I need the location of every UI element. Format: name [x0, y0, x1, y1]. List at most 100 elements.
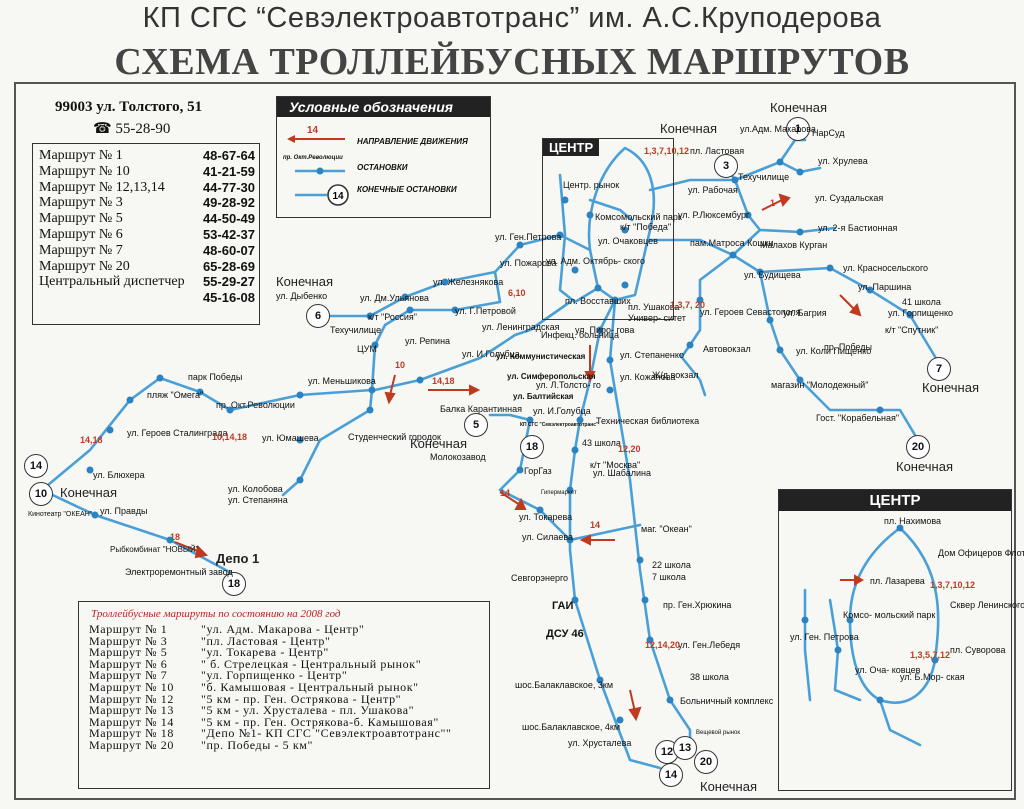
- route-list: Троллейбусные маршруты по состоянию на 2…: [78, 601, 490, 789]
- terminal-label: Конечная: [770, 100, 828, 115]
- route-tag: 14: [500, 488, 511, 498]
- route-line-s-5: [488, 413, 532, 422]
- stop-label: ул. Юмашева: [262, 433, 319, 443]
- phone-row: 45-16-08: [202, 290, 255, 306]
- stop-label: маг. "Океан": [641, 524, 692, 534]
- stop-dot: [931, 656, 939, 664]
- legend-direction-label: НАПРАВЛЕНИЕ ДВИЖЕНИЯ: [357, 137, 468, 146]
- stop-dot: [368, 386, 376, 394]
- stop-label: ул. Симферопольская: [507, 372, 596, 381]
- stop-dot: [744, 211, 752, 219]
- legend-stop-label: ОСТАНОВКИ: [357, 163, 408, 172]
- route-line-w-1: [316, 233, 592, 318]
- stop-dot: [371, 341, 379, 349]
- stop-label: ул. Оча- ковцев: [855, 665, 921, 675]
- stop-dot: [516, 241, 524, 249]
- stop-label: ул. Горпищенко: [888, 308, 954, 318]
- stop-dot: [296, 391, 304, 399]
- stop-dot: [621, 226, 629, 234]
- route-tag: 18: [170, 532, 181, 542]
- route-line-s-1: [568, 298, 662, 770]
- stop-label: пл. Суворова: [950, 645, 1006, 655]
- stop-label: ул. Степаненко: [620, 350, 684, 360]
- stop-dot: [366, 406, 374, 414]
- route-row: Маршрут № 18"Депо №1- КП СГС "Севэлектро…: [89, 726, 452, 741]
- route-tag: 12,20: [618, 444, 641, 454]
- terminal-label: Конечная: [60, 485, 118, 500]
- stop-dot: [596, 676, 604, 684]
- stop-label: ул. Силаева: [522, 532, 574, 542]
- stop-label: к/т "Спутник": [885, 325, 939, 335]
- terminal-label: Конечная: [410, 436, 468, 451]
- terminal-circle: 20: [694, 750, 718, 774]
- stop-label: ул. Л.Толсто- го: [536, 380, 601, 390]
- org-title: КП СГС “Севэлектроавтотранс” им. А.С.Кру…: [142, 2, 882, 34]
- center-label: ЦЕНТР: [543, 139, 600, 156]
- terminal-circle: 3: [714, 154, 738, 178]
- stop-label: Студенческий городок: [348, 432, 441, 442]
- stop-dot: [876, 696, 884, 704]
- stop-label: ул. Репина: [405, 336, 451, 346]
- stop-dot: [86, 466, 94, 474]
- stop-label: к/т "Победа": [620, 222, 672, 232]
- terminal-circle: 18: [222, 572, 246, 596]
- map-title: СХЕМА ТРОЛЛЕЙБУСНЫХ МАРШРУТОВ: [114, 41, 910, 83]
- terminal-label: Конечная: [660, 121, 718, 136]
- terminal-circle: 1: [786, 117, 810, 141]
- stop-label: шос.Балаклавское, 3км: [515, 680, 614, 690]
- stop-label: ул. Рабочая: [688, 185, 738, 195]
- stop-dot: [826, 264, 834, 272]
- stop-label: Севгорэнерго: [511, 573, 569, 583]
- stop-label: Универ- ситет: [628, 313, 686, 323]
- stop-label: 22 школа: [652, 560, 691, 570]
- stop-label: ул. Хрусталева: [568, 738, 632, 748]
- address: 99003 ул. Толстого, 51: [55, 99, 203, 115]
- stop-label: ул. Р.Люксембург: [678, 210, 750, 220]
- inset-line-s: [878, 698, 922, 747]
- stop-label: Инфекц. больница: [541, 330, 620, 340]
- stop-dot: [296, 476, 304, 484]
- route-line-ne-5: [731, 253, 942, 367]
- stop-dot: [731, 176, 739, 184]
- route-list-title: Троллейбусные маршруты по состоянию на 2…: [91, 608, 341, 620]
- route-tag: 14,18: [80, 435, 103, 445]
- stop-label: к/т "Россия": [368, 312, 417, 322]
- stop-label: ул. Блюхера: [93, 470, 145, 480]
- terminal-circle: 20: [906, 435, 930, 459]
- stop-dot: [796, 168, 804, 176]
- stop-label: шос.Балаклавское, 4км: [522, 722, 621, 732]
- stop-label: к/т "Москва": [590, 460, 641, 470]
- legend: Условные обозначения 14 14 пр. Окт.Револ…: [276, 96, 491, 218]
- stop-label: Комсо- мольский парк: [843, 610, 936, 620]
- center-inset: ЦЕНТР: [778, 489, 1012, 791]
- stop-label: ул. Кожанова: [620, 372, 676, 382]
- stop-dot: [296, 436, 304, 444]
- direction-arrow: [499, 491, 521, 506]
- stop-label: Гипермаркет: [541, 490, 577, 496]
- terminal-circle: 18: [520, 435, 544, 459]
- stop-dot: [756, 268, 764, 276]
- route-tag: 1,3,7, 20: [670, 300, 706, 310]
- legend-terminal-num: 14: [332, 191, 344, 202]
- stop-label: ул. Героев Сталинграда: [127, 428, 228, 438]
- stop-dot: [536, 506, 544, 514]
- terminal-label: Депо 1: [216, 551, 260, 566]
- stop-dot: [594, 284, 602, 292]
- inset-line-mid: [828, 598, 862, 702]
- route-row: Маршрут № 20"пр. Победы - 5 км": [89, 737, 313, 752]
- stop-dot: [91, 511, 99, 519]
- stop-dot: [516, 466, 524, 474]
- terminal-circle: 10: [29, 482, 53, 506]
- stop-dot: [416, 376, 424, 384]
- stop-label: ул. Хрулева: [818, 156, 868, 166]
- stop-label: пл. Ластовая: [690, 146, 745, 156]
- stop-dot: [166, 536, 174, 544]
- stop-dot: [796, 228, 804, 236]
- stop-label: Ж/д вокзал: [652, 370, 699, 380]
- stop-label: парк Победы: [188, 372, 243, 382]
